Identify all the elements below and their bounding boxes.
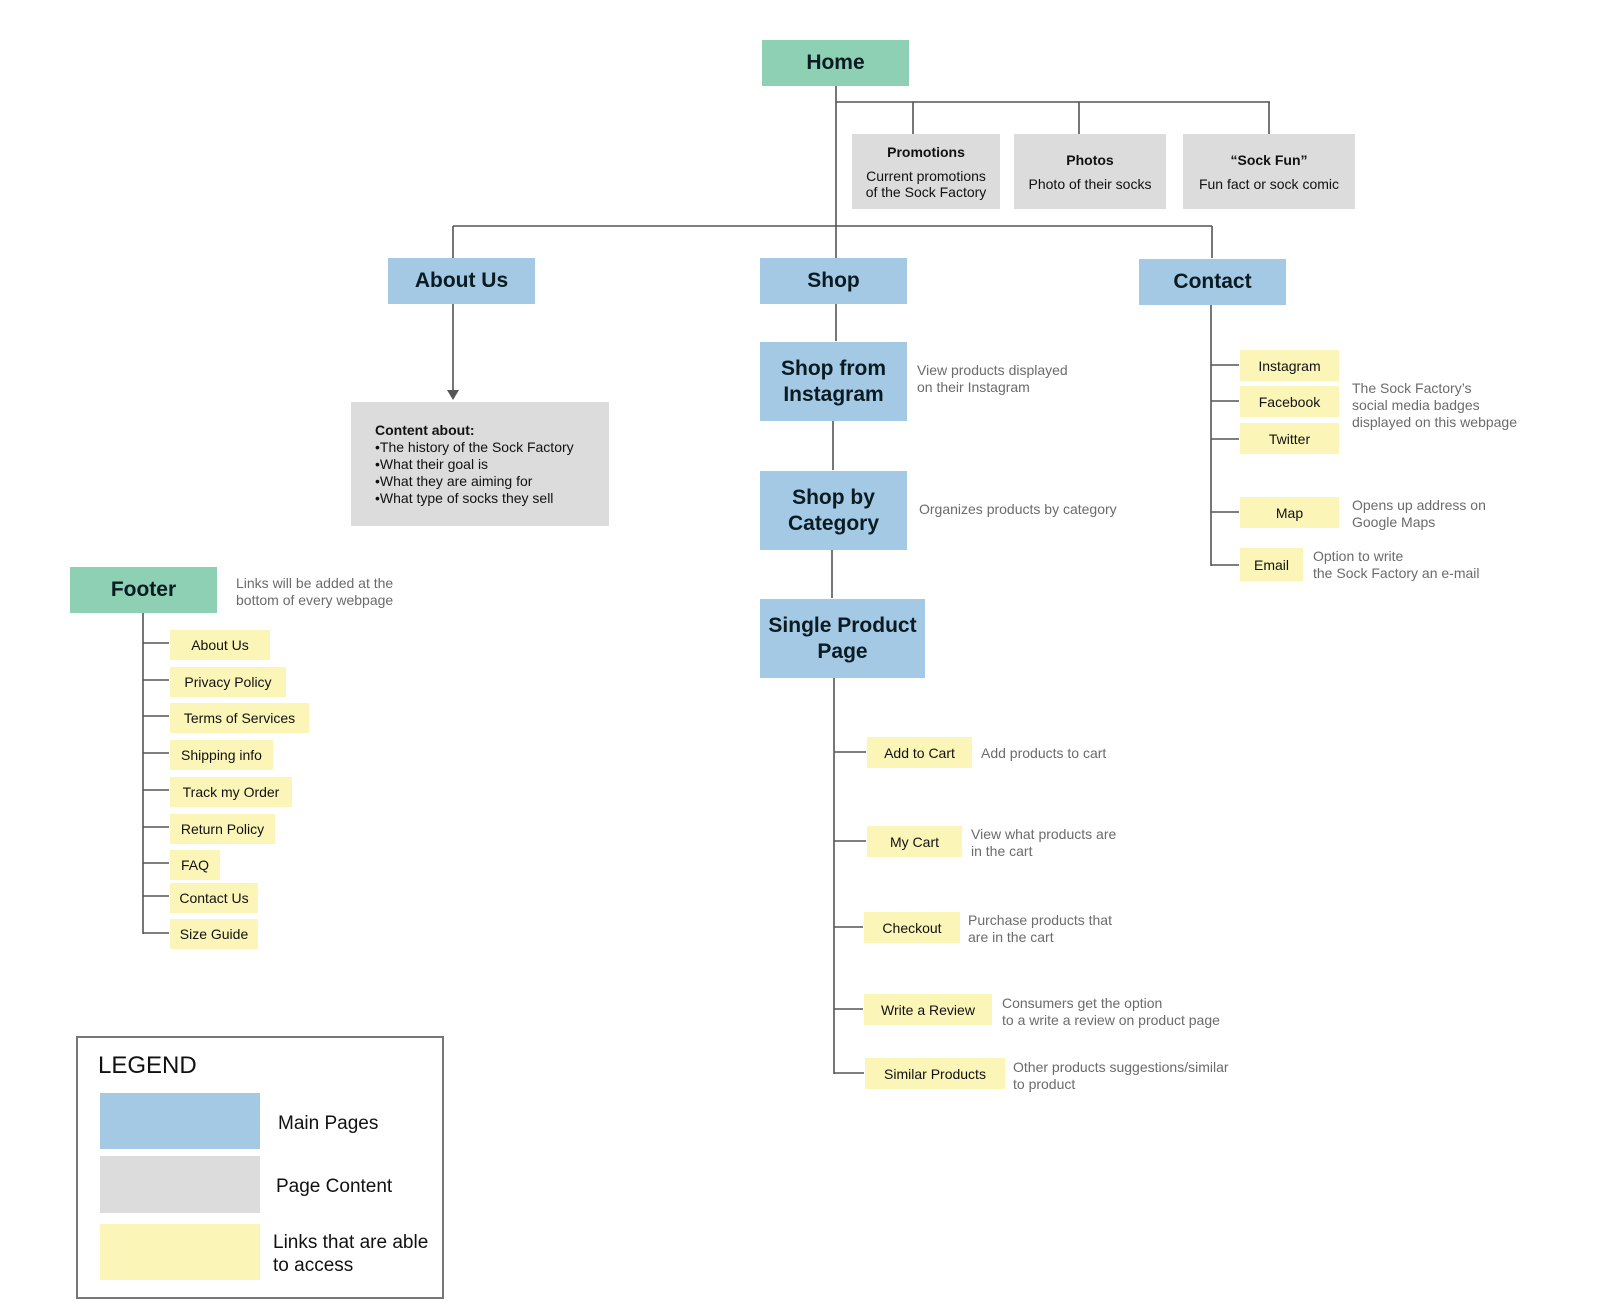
note-line: Add products to cart bbox=[981, 745, 1107, 761]
footer-link-privacy-policy: Privacy Policy bbox=[170, 667, 286, 697]
note-line: to a write a review on product page bbox=[1002, 1012, 1220, 1028]
social-badges-note: The Sock Factory’s social media badges d… bbox=[1352, 380, 1517, 431]
map-note: Opens up address on Google Maps bbox=[1352, 497, 1486, 531]
footer-link-track-my-order: Track my Order bbox=[170, 777, 292, 807]
legend-swatch-page-content bbox=[100, 1156, 260, 1213]
shop-instagram-note: View products displayed on their Instagr… bbox=[917, 362, 1068, 396]
note-line: Other products suggestions/similar bbox=[1013, 1059, 1229, 1075]
about-content-item: •The history of the Sock Factory bbox=[375, 438, 574, 455]
add-to-cart-note: Add products to cart bbox=[981, 745, 1106, 762]
shop-instagram-line: Instagram bbox=[783, 382, 884, 406]
legend-label-line: Links that are able bbox=[273, 1232, 429, 1253]
note-line: bottom of every webpage bbox=[236, 592, 394, 608]
footer-link-size-guide: Size Guide bbox=[170, 919, 258, 949]
note-line: View what products are bbox=[971, 826, 1117, 842]
note-line: Links will be added at the bbox=[236, 575, 394, 591]
note-line: Option to write bbox=[1313, 548, 1404, 564]
note-line: are in the cart bbox=[968, 929, 1054, 945]
shop-instagram-line: Shop from bbox=[781, 356, 886, 380]
email-link: Email bbox=[1240, 548, 1303, 581]
write-a-review-note: Consumers get the option to a write a re… bbox=[1002, 995, 1220, 1029]
note-line: in the cart bbox=[971, 843, 1033, 859]
photos-content: Photos Photo of their socks bbox=[1014, 134, 1166, 209]
legend-label-links: Links that are able to access bbox=[273, 1231, 428, 1277]
note-line: on their Instagram bbox=[917, 379, 1030, 395]
arrow-head-icon bbox=[447, 390, 459, 400]
footer-note: Links will be added at the bottom of eve… bbox=[236, 575, 393, 609]
legend-label-line: to access bbox=[273, 1255, 354, 1276]
legend-label-line: Main Pages bbox=[278, 1113, 379, 1134]
single-product-page-node: Single Product Page bbox=[760, 599, 925, 678]
map-link: Map bbox=[1240, 497, 1339, 528]
footer-link-contact-us: Contact Us bbox=[170, 883, 258, 913]
about-content-item: •What their goal is bbox=[375, 455, 489, 472]
legend-label-page-content: Page Content bbox=[276, 1175, 392, 1198]
shop-category-line: Shop by bbox=[792, 485, 875, 509]
photos-title: Photos bbox=[1066, 151, 1114, 168]
shop-node: Shop bbox=[760, 258, 907, 304]
legend-title: LEGEND bbox=[98, 1052, 197, 1079]
twitter-link: Twitter bbox=[1240, 423, 1339, 454]
my-cart-link: My Cart bbox=[867, 826, 962, 857]
photos-desc: Photo of their socks bbox=[1028, 175, 1152, 192]
footer-link-terms-of-services: Terms of Services bbox=[170, 703, 309, 733]
about-content-item: •What they are aiming for bbox=[375, 472, 533, 489]
instagram-link: Instagram bbox=[1240, 350, 1339, 381]
single-product-line: Single Product bbox=[768, 613, 917, 637]
similar-products-link: Similar Products bbox=[865, 1058, 1005, 1089]
note-line: Organizes products by category bbox=[919, 501, 1117, 517]
my-cart-note: View what products are in the cart bbox=[971, 826, 1116, 860]
checkout-link: Checkout bbox=[864, 912, 960, 943]
email-note: Option to write the Sock Factory an e-ma… bbox=[1313, 548, 1480, 582]
note-line: Opens up address on bbox=[1352, 497, 1486, 513]
legend-label-main-pages: Main Pages bbox=[278, 1112, 378, 1135]
shop-category-line: Category bbox=[787, 511, 880, 535]
sock-fun-content: “Sock Fun” Fun fact or sock comic bbox=[1183, 134, 1355, 209]
legend-label-line: Page Content bbox=[276, 1176, 393, 1197]
promotions-desc-line: of the Sock Factory bbox=[865, 183, 987, 200]
contact-node: Contact bbox=[1139, 259, 1286, 305]
footer-link-faq: FAQ bbox=[170, 850, 220, 880]
shop-from-instagram-node: Shop from Instagram bbox=[760, 342, 907, 421]
about-us-node: About Us bbox=[388, 258, 535, 304]
legend: LEGEND Main Pages Page Content Links tha… bbox=[76, 1036, 444, 1299]
note-line: Purchase products that bbox=[968, 912, 1112, 928]
note-line: The Sock Factory’s bbox=[1352, 380, 1472, 396]
note-line: social media badges bbox=[1352, 397, 1480, 413]
facebook-link: Facebook bbox=[1240, 386, 1339, 417]
shop-category-note: Organizes products by category bbox=[919, 501, 1117, 518]
promotions-title: Promotions bbox=[887, 143, 965, 160]
footer-node: Footer bbox=[70, 567, 217, 613]
add-to-cart-link: Add to Cart bbox=[867, 737, 972, 768]
sock-fun-desc: Fun fact or sock comic bbox=[1198, 175, 1340, 192]
similar-products-note: Other products suggestions/similar to pr… bbox=[1013, 1059, 1229, 1093]
write-a-review-link: Write a Review bbox=[864, 994, 992, 1025]
shop-by-category-node: Shop by Category bbox=[760, 471, 907, 550]
note-line: View products displayed bbox=[917, 362, 1068, 378]
sock-fun-title: “Sock Fun” bbox=[1230, 151, 1308, 168]
note-line: displayed on this webpage bbox=[1352, 414, 1518, 430]
promotions-content: Promotions Current promotions of the Soc… bbox=[852, 134, 1000, 209]
about-content-item: •What type of socks they sell bbox=[375, 489, 554, 506]
checkout-note: Purchase products that are in the cart bbox=[968, 912, 1112, 946]
promotions-desc-line: Current promotions bbox=[866, 167, 986, 184]
note-line: to product bbox=[1013, 1076, 1076, 1092]
about-content-heading: Content about: bbox=[375, 421, 475, 438]
about-us-content: Content about: •The history of the Sock … bbox=[351, 402, 609, 526]
note-line: Consumers get the option bbox=[1002, 995, 1163, 1011]
single-product-line: Page bbox=[817, 639, 868, 663]
home-node: Home bbox=[762, 40, 909, 86]
note-line: the Sock Factory an e-mail bbox=[1313, 565, 1480, 581]
footer-link-shipping-info: Shipping info bbox=[170, 740, 273, 770]
footer-link-about-us: About Us bbox=[170, 630, 270, 660]
legend-swatch-main-pages bbox=[100, 1093, 260, 1149]
footer-link-return-policy: Return Policy bbox=[170, 814, 275, 844]
legend-swatch-links bbox=[100, 1224, 260, 1280]
note-line: Google Maps bbox=[1352, 514, 1436, 530]
